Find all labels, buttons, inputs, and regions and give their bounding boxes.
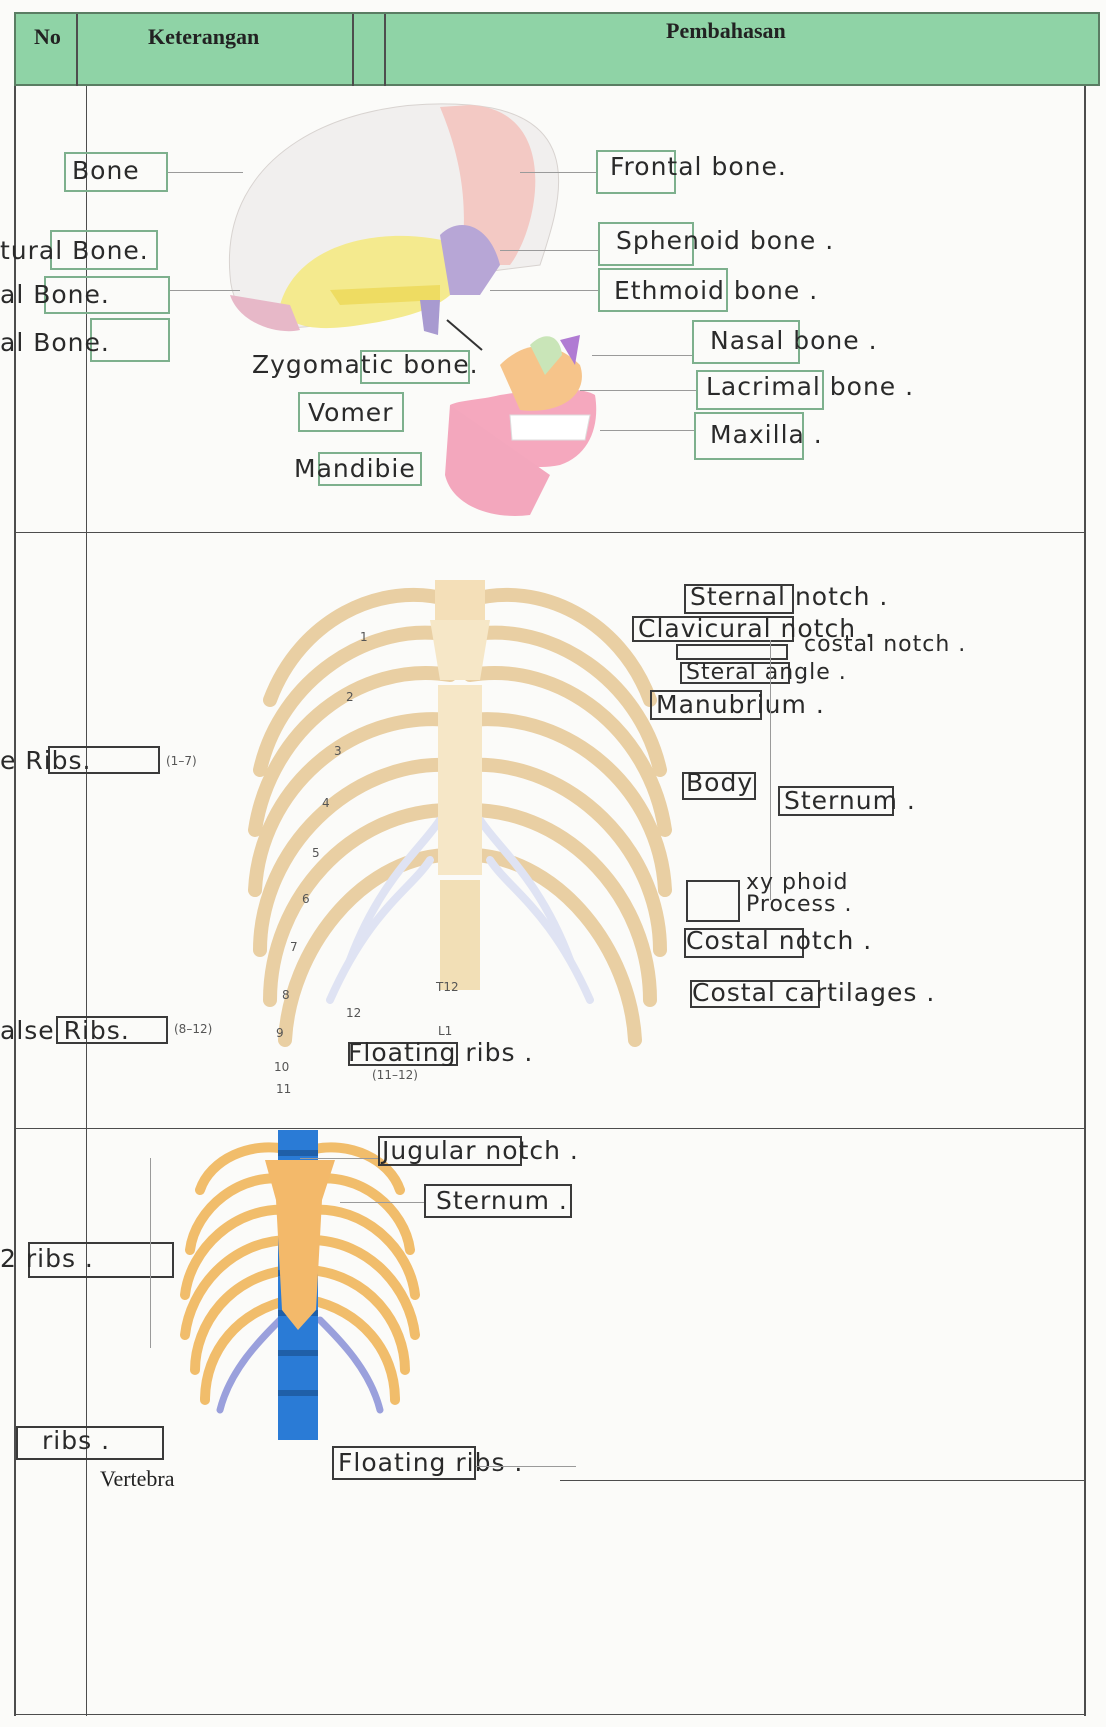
sternum-label: Sternum . — [784, 786, 916, 815]
true-ribs-label: e Ribs. — [0, 746, 92, 775]
leader-line — [520, 172, 596, 173]
xiphoid-box — [686, 880, 740, 922]
rib-number: 6 — [302, 892, 310, 906]
table-bottom-border — [14, 1714, 1086, 1715]
ribs-lower-label: ribs . — [42, 1426, 110, 1455]
true-ribs-range: (1–7) — [166, 754, 197, 768]
bracket-line — [150, 1158, 151, 1348]
leader-line — [170, 290, 240, 291]
sternal-notch-label: Sternal notch . — [690, 582, 888, 611]
rib-number: 9 — [276, 1026, 284, 1040]
header-no: No — [34, 24, 61, 94]
false-ribs-label: alse Ribs. — [0, 1016, 130, 1045]
costal-notch-label: costal notch . — [804, 632, 966, 657]
bone-label-3: al Bone. — [0, 328, 110, 357]
rib-number: 5 — [312, 846, 320, 860]
bracket-line — [770, 640, 771, 900]
ribs-upper-label: 2 ribs . — [0, 1244, 94, 1273]
sutural-bone-label: tural Bone. — [0, 236, 149, 265]
thorax-illustration — [230, 560, 690, 1100]
skull-illustration — [200, 95, 650, 535]
leader-line — [340, 1202, 424, 1203]
header-pembahasan: Pembahasan — [666, 18, 786, 88]
leader-line — [476, 1466, 576, 1467]
ribcage-floating-ribs-label: Floating ribs . — [338, 1448, 523, 1477]
costal-notch-2-label: Costal notch . — [686, 926, 872, 955]
header-keterangan: Keterangan — [148, 24, 259, 94]
leader-line — [580, 390, 696, 391]
rib-number: 4 — [322, 796, 330, 810]
rib-number: 2 — [346, 690, 354, 704]
leader-line — [592, 355, 692, 356]
ethmoid-bone-label: Ethmoid bone . — [614, 276, 818, 305]
rib-number: 1 — [360, 630, 368, 644]
mandible-label: Mandibie — [294, 454, 416, 483]
leader-line — [600, 430, 694, 431]
rib-number: 10 — [274, 1060, 289, 1074]
leader-line — [168, 172, 243, 173]
ribcage-sternum-label: Sternum . — [436, 1186, 568, 1215]
lacrimal-bone-label: Lacrimal bone . — [706, 372, 914, 401]
vertebra-l1-label: L1 — [438, 1024, 452, 1038]
bone-label: Bone — [72, 156, 140, 185]
frontal-bone-label: Frontal bone. — [610, 152, 787, 181]
table-right-border — [1084, 86, 1086, 1716]
maxilla-label: Maxilla . — [710, 420, 823, 449]
table-header: No Keterangan Pembahasan — [14, 12, 1100, 86]
header-divider-2 — [352, 14, 354, 86]
rib-number: 7 — [290, 940, 298, 954]
costal-cartilages-label: Costal cartilages . — [692, 978, 935, 1007]
nasal-bone-label: Nasal bone . — [710, 326, 878, 355]
leader-line — [300, 1158, 378, 1159]
header-divider-1 — [76, 14, 78, 86]
rib-number: 3 — [334, 744, 342, 758]
leader-line — [490, 290, 598, 291]
vertebra-label: Vertebra — [100, 1466, 175, 1492]
ribcage-illustration — [170, 1130, 430, 1450]
bone-label-2: al Bone. — [0, 280, 110, 309]
zygomatic-bone-label: Zygomatic bone. — [252, 350, 479, 379]
manubrium-label: Manubrium . — [656, 690, 825, 719]
false-ribs-range: (8–12) — [174, 1022, 212, 1036]
sphenoid-bone-label: Sphenoid bone . — [616, 226, 834, 255]
rib-number: 11 — [276, 1082, 291, 1096]
header-divider-3 — [384, 14, 386, 86]
floating-ribs-range: (11–12) — [372, 1068, 418, 1082]
leader-line — [500, 250, 598, 251]
row-divider-3 — [560, 1480, 1086, 1481]
vomer-label: Vomer — [308, 398, 393, 427]
costal-notch-box — [676, 644, 788, 660]
vertebra-t12-label: T12 — [436, 980, 459, 994]
rib-number: 12 — [346, 1006, 361, 1020]
rib-number: 8 — [282, 988, 290, 1002]
sternal-angle-label: Steral angle . — [686, 660, 847, 685]
xiphoid-label-2: Process . — [746, 892, 852, 917]
body-label: Body — [686, 768, 753, 797]
floating-ribs-label: Floating ribs . — [348, 1038, 533, 1067]
jugular-notch-label: Jugular notch . — [382, 1136, 579, 1165]
row-divider-2 — [14, 1128, 1086, 1129]
